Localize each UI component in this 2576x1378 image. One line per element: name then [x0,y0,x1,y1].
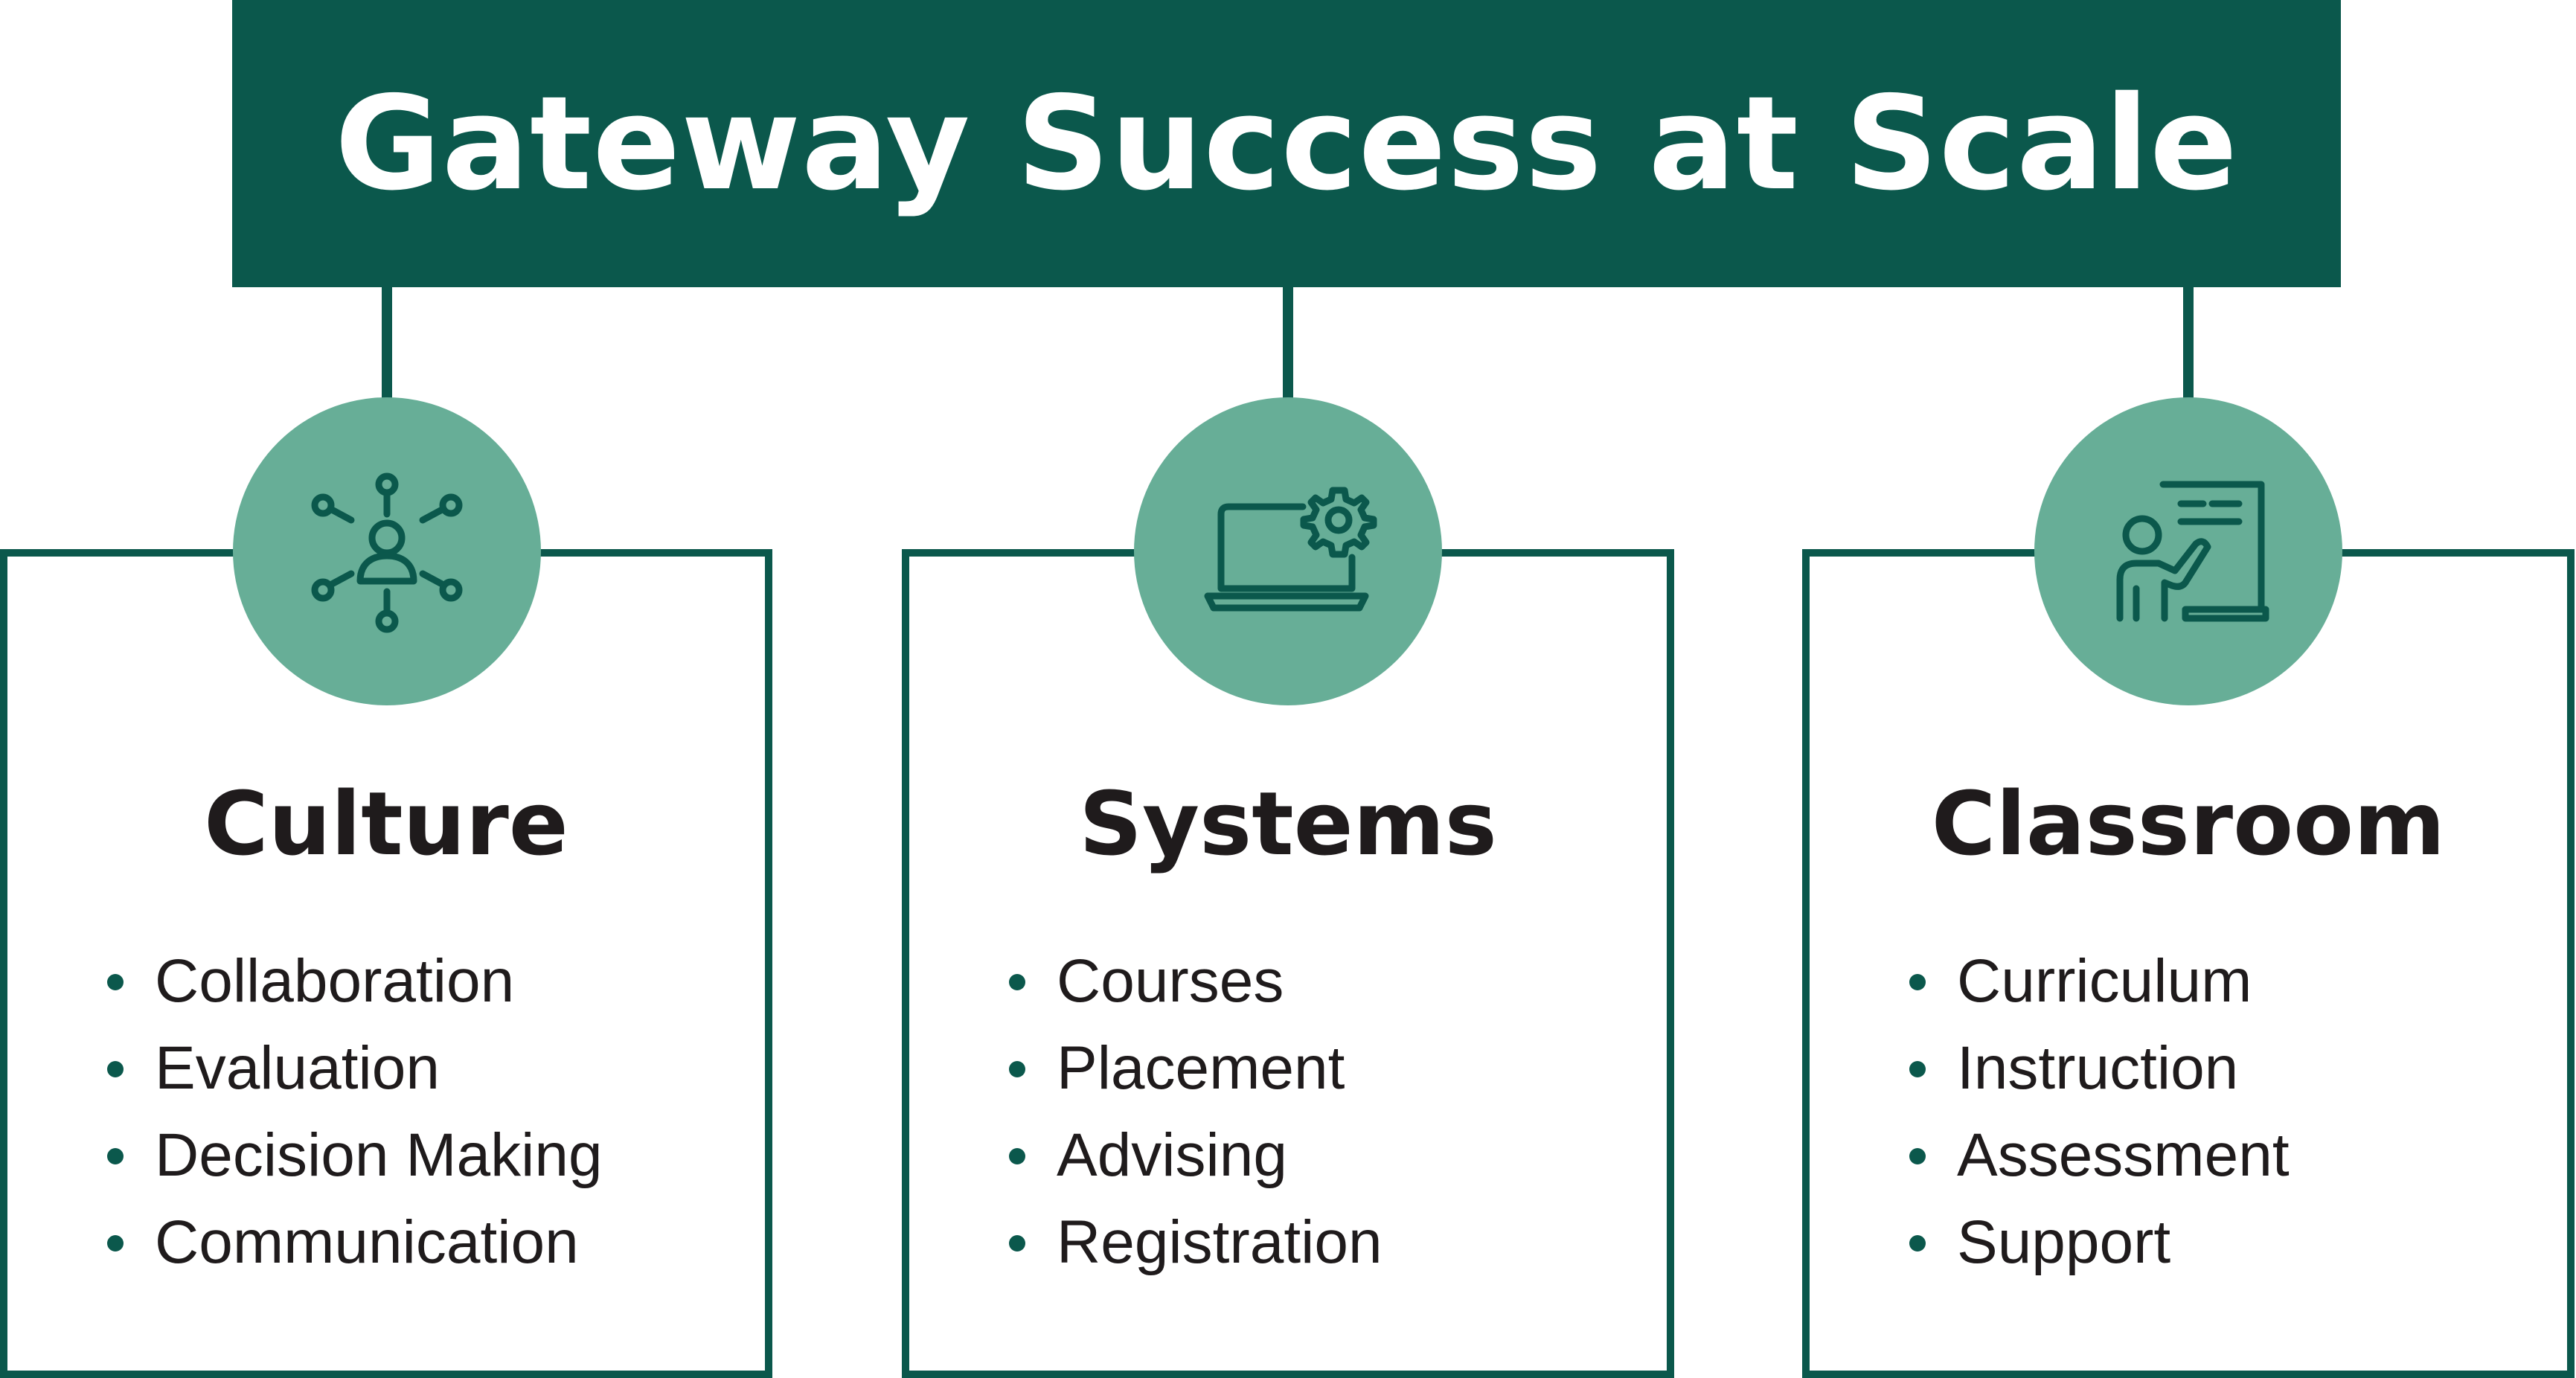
diagram-title: Gateway Success at Scale [334,68,2239,219]
connector-classroom [2183,287,2194,400]
list-item: Courses [999,938,1382,1025]
bullet-dot [1909,1148,1926,1164]
bullet-dot [1009,1061,1025,1077]
list-item-label: Decision Making [155,1121,603,1189]
pillar-title-systems: Systems [1079,772,1497,875]
bullet-dot [107,1061,124,1077]
list-item-label: Curriculum [1957,947,2252,1015]
list-item: Placement [999,1025,1382,1112]
list-item-label: Evaluation [155,1034,440,1102]
bullet-dot [1909,1235,1926,1252]
teacher-whiteboard-icon [2116,481,2269,622]
bullet-dot [1909,1061,1926,1077]
pillar-list-classroom: Curriculum Instruction Assessment Suppor… [1899,938,2290,1286]
list-item-label: Assessment [1957,1121,2290,1189]
list-item-label: Advising [1057,1121,1287,1189]
pillar-title-classroom: Classroom [1931,772,2446,875]
list-item: Curriculum [1899,938,2290,1025]
pillar-card-classroom: Classroom Curriculum Instruction Assessm… [1802,549,2575,1378]
list-item: Collaboration [97,938,603,1025]
pillar-title-culture: Culture [204,772,568,875]
list-item-label: Instruction [1957,1034,2239,1102]
laptop-gear-icon [1204,487,1377,612]
bullet-dot [107,1148,124,1164]
list-item-label: Communication [155,1208,579,1276]
bullet-dot [1909,974,1926,990]
bullet-dot [1009,974,1025,990]
pillar-circle-systems [1134,397,1442,705]
bullet-dot [1009,1148,1025,1164]
list-item: Instruction [1899,1025,2290,1112]
title-banner: Gateway Success at Scale [232,0,2341,287]
pillar-circle-culture [233,397,541,705]
list-item: Assessment [1899,1112,2290,1199]
list-item-label: Placement [1057,1034,1345,1102]
bullet-dot [107,974,124,990]
pillar-circle-classroom [2034,397,2342,705]
list-item: Decision Making [97,1112,603,1199]
list-item: Advising [999,1112,1382,1199]
list-item-label: Courses [1057,947,1284,1015]
connector-culture [382,287,392,400]
bullet-dot [1009,1235,1025,1252]
pillar-list-systems: Courses Placement Advising Registration [999,938,1382,1286]
bullet-dot [107,1235,124,1252]
person-network-icon [311,472,463,633]
connector-systems [1283,287,1293,400]
pillar-list-culture: Collaboration Evaluation Decision Making… [97,938,603,1286]
list-item: Communication [97,1199,603,1286]
list-item: Registration [999,1199,1382,1286]
list-item-label: Collaboration [155,947,515,1015]
list-item: Support [1899,1199,2290,1286]
list-item-label: Registration [1057,1208,1382,1276]
list-item-label: Support [1957,1208,2171,1276]
list-item: Evaluation [97,1025,603,1112]
